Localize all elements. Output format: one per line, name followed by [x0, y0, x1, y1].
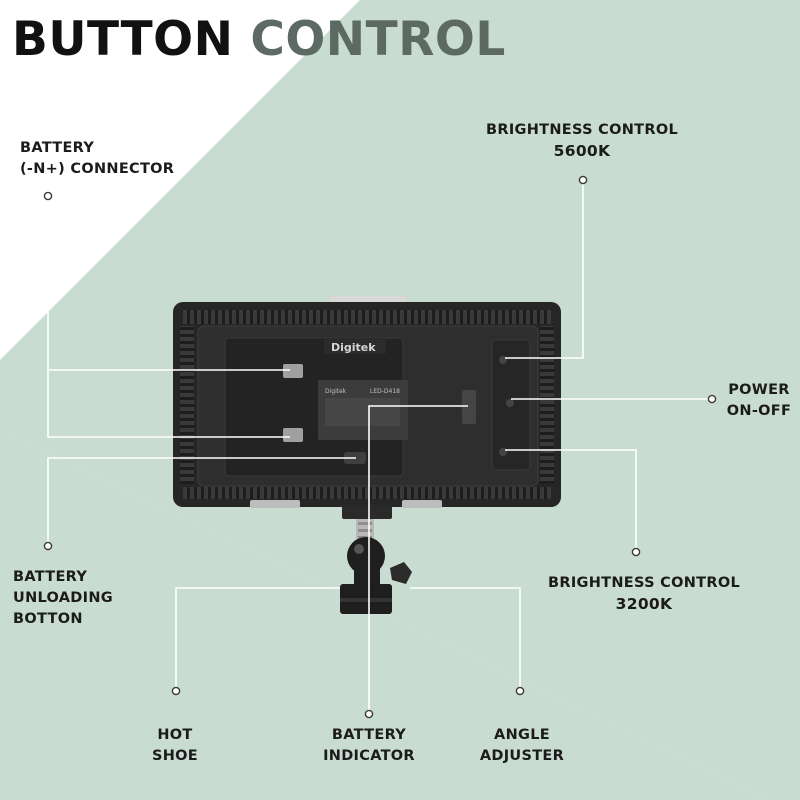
label-line: UNLOADING — [13, 590, 113, 606]
label-line: 3200K — [615, 595, 673, 613]
label-line: 5600K — [553, 142, 611, 160]
label-line: BRIGHTNESS CONTROL — [486, 122, 678, 138]
mount-neck — [354, 568, 380, 586]
panel-foot-right — [402, 500, 442, 508]
title-word-button: BUTTON — [12, 12, 234, 67]
label-battery-unloading: BATTERY UNLOADING BOTTON — [13, 567, 113, 630]
title-word-control: CONTROL — [250, 12, 506, 67]
callout-lines — [47, 181, 710, 712]
label-line: BATTERY — [13, 569, 88, 585]
label-line: BATTERY — [331, 727, 407, 743]
brand-text: Digitek — [331, 341, 376, 354]
line-hot-shoe — [175, 587, 340, 690]
ball-head-mount — [340, 505, 412, 614]
brand-plate — [324, 338, 386, 354]
panel-foot-left — [250, 500, 300, 508]
dot-brightness-3200 — [631, 547, 641, 557]
hot-shoe-rim — [340, 598, 392, 602]
label-line: SHOE — [151, 748, 198, 764]
label-hot-shoe: HOT SHOE — [140, 725, 210, 767]
dot-battery-connector — [43, 191, 53, 201]
power-switch — [506, 399, 514, 407]
dot-battery-indicator — [364, 709, 374, 719]
mount-screw-thread — [358, 529, 372, 532]
page-title: BUTTON CONTROL — [12, 16, 506, 63]
dot-hot-shoe — [171, 686, 181, 696]
label-line: HOT — [157, 727, 193, 743]
panel-fins-top — [183, 310, 551, 324]
panel-fins-bottom — [183, 487, 551, 499]
label-brightness-3200: BRIGHTNESS CONTROL 3200K — [538, 573, 750, 615]
callout-dots — [43, 175, 717, 719]
label-line: BRIGHTNESS CONTROL — [548, 575, 740, 591]
line-battery-unloading — [47, 457, 356, 545]
sticker-brand: Digitek — [325, 388, 347, 395]
label-line: POWER — [728, 382, 790, 398]
ball-highlight — [354, 544, 364, 554]
label-line: (-N+) CONNECTOR — [20, 161, 175, 177]
label-battery-indicator: BATTERY INDICATOR — [312, 725, 426, 767]
battery-contact-top — [283, 364, 303, 378]
sticker-lines — [325, 398, 400, 426]
angle-knob — [390, 562, 412, 584]
label-line: ON-OFF — [726, 403, 792, 419]
label-line: ADJUSTER — [479, 748, 565, 764]
label-angle-adjuster: ANGLE ADJUSTER — [470, 725, 574, 767]
line-brightness-5600 — [505, 181, 584, 359]
battery-indicator-leds — [462, 390, 476, 424]
sticker-model: LED-D418 — [370, 388, 400, 395]
label-power: POWER ON-OFF — [722, 380, 796, 422]
line-angle-adjuster — [410, 587, 521, 690]
label-brightness-5600: BRIGHTNESS CONTROL 5600K — [476, 120, 688, 162]
panel-fins-right — [540, 326, 554, 484]
line-battery-connector-2 — [47, 370, 290, 438]
background-diamond-fill — [0, 430, 770, 800]
dot-angle-adjuster — [515, 686, 525, 696]
dot-power — [707, 394, 717, 404]
label-line: ANGLE — [494, 727, 550, 743]
mount-screw-thread — [358, 522, 372, 525]
panel-fins-left — [180, 326, 194, 484]
line-battery-indicator — [368, 405, 468, 712]
label-line: BOTTON — [13, 611, 83, 627]
label-line: BATTERY — [20, 140, 95, 156]
line-brightness-3200 — [505, 449, 637, 551]
dot-brightness-5600 — [578, 175, 588, 185]
dot-battery-unloading — [43, 541, 53, 551]
led-light-panel: Digitek Digitek LED-D418 — [173, 296, 561, 508]
mount-plate — [342, 505, 392, 519]
battery-contact-bottom — [283, 428, 303, 442]
label-line: INDICATOR — [323, 748, 415, 764]
label-battery-connector: BATTERY (-N+) CONNECTOR — [20, 138, 174, 180]
